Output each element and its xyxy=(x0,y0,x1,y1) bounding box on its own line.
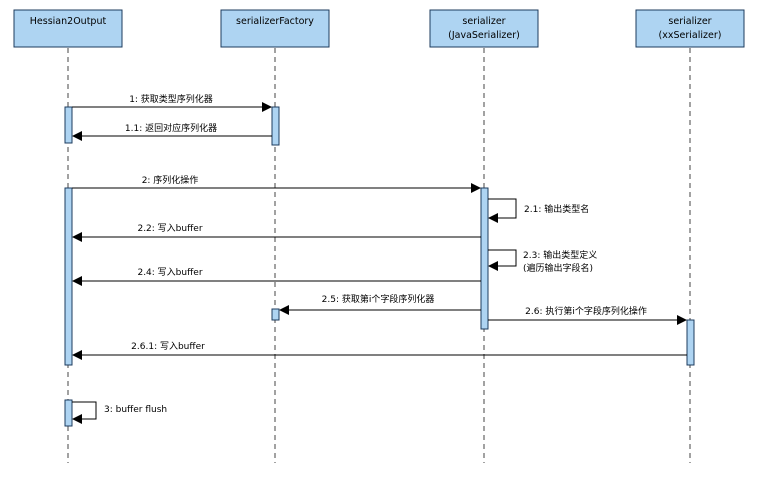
message-label: 2.1: 输出类型名 xyxy=(524,203,589,215)
message-label: 2.3: 输出类型定义 xyxy=(523,249,597,261)
message-label: 2.5: 获取第i个字段序列化器 xyxy=(322,293,435,305)
message-1-1: 1.1: 返回对应序列化器 xyxy=(72,122,272,141)
activation-hessian2output-2 xyxy=(64,187,73,366)
message-label: 2.2: 写入buffer xyxy=(137,223,202,234)
participant-sublabel: (xxSerializer) xyxy=(659,30,722,41)
participant-label: Hessian2Output xyxy=(30,16,107,27)
message-2-2: 2.2: 写入buffer xyxy=(72,223,481,242)
activation-serializerfactory-1 xyxy=(271,106,280,146)
activation-hessian2output-1 xyxy=(64,106,73,144)
message-label: 1.1: 返回对应序列化器 xyxy=(125,122,217,134)
participant-hessian2output: Hessian2Output xyxy=(13,9,123,48)
activation-xxserializer xyxy=(686,319,695,366)
activation-javaserializer xyxy=(480,187,489,330)
message-label: 2.6: 执行第i个字段序列化操作 xyxy=(525,305,647,317)
message-label: 2.6.1: 写入buffer xyxy=(131,341,205,352)
participant-serializerfactory: serializerFactory xyxy=(220,9,330,48)
message-label: 2.4: 写入buffer xyxy=(137,267,202,278)
message-2-6: 2.6: 执行第i个字段序列化操作 xyxy=(488,305,687,325)
message-label-continued: (遍历输出字段名) xyxy=(523,262,593,274)
message-2-1: 2.1: 输出类型名 xyxy=(488,198,589,223)
message-2-6-1: 2.6.1: 写入buffer xyxy=(72,341,687,360)
participant-xxserializer: serializer (xxSerializer) xyxy=(635,9,745,48)
activation-hessian2output-3 xyxy=(64,399,73,427)
message-label: 1: 获取类型序列化器 xyxy=(129,93,213,105)
activation-serializerfactory-2 xyxy=(271,308,280,321)
participant-sublabel: (JavaSerializer) xyxy=(448,30,520,41)
message-3: 3: buffer flush xyxy=(72,401,167,424)
message-2-3: 2.3: 输出类型定义 (遍历输出字段名) xyxy=(488,249,597,274)
message-2-4: 2.4: 写入buffer xyxy=(72,267,481,286)
participant-label: serializerFactory xyxy=(236,16,314,27)
message-2: 2: 序列化操作 xyxy=(72,174,481,193)
participant-javaserializer: serializer (JavaSerializer) xyxy=(429,9,539,48)
message-label: 2: 序列化操作 xyxy=(142,174,199,186)
participant-label: serializer xyxy=(668,16,711,27)
message-2-5: 2.5: 获取第i个字段序列化器 xyxy=(279,293,481,315)
message-label: 3: buffer flush xyxy=(104,405,167,415)
participant-label: serializer xyxy=(462,16,505,27)
message-1: 1: 获取类型序列化器 xyxy=(72,93,272,112)
